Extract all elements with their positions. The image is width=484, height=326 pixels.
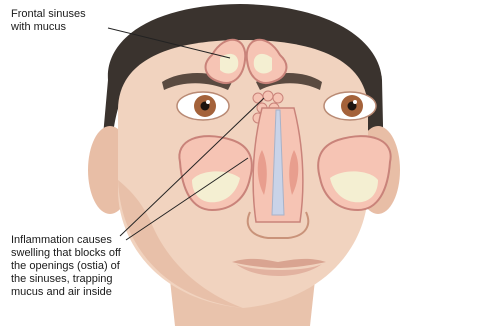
inflammation-label: Inflammation causes swelling that blocks… <box>11 234 141 299</box>
left-eye-highlight <box>206 100 210 104</box>
right-eye-highlight <box>353 100 357 104</box>
frontal-sinuses-label: Frontal sinuses with mucus <box>11 8 121 34</box>
